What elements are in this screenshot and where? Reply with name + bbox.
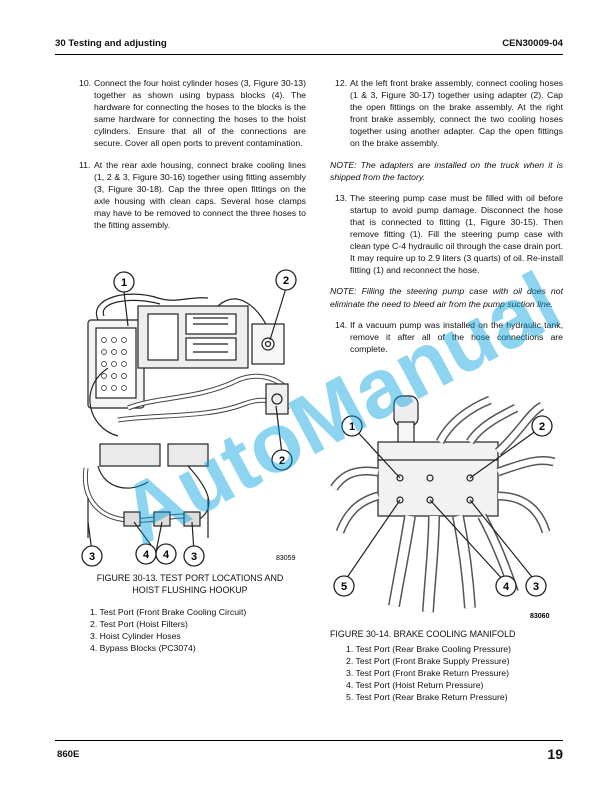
legend-item: 2. Test Port (Front Brake Supply Pressur…	[346, 656, 510, 667]
note-adapters: NOTE: The adapters are installed on the …	[330, 159, 563, 182]
right-column: 12. At the left front brake assembly, co…	[330, 77, 563, 364]
step-12: 12. At the left front brake assembly, co…	[335, 78, 563, 149]
callout-3a: 3	[89, 551, 95, 563]
callout-1: 1	[121, 277, 127, 289]
figure-30-13-legend: 1. Test Port (Front Brake Cooling Circui…	[90, 606, 310, 654]
step-14: 14. If a vacuum pump was installed on th…	[335, 319, 563, 354]
callout-1: 1	[349, 421, 355, 433]
step-text: At the rear axle housing, connect brake …	[94, 159, 306, 231]
section-title: 30 Testing and adjusting	[55, 38, 167, 49]
step-text: The steering pump case must be filled wi…	[350, 192, 563, 276]
callout-3: 3	[533, 581, 539, 593]
page-number: 19	[547, 746, 563, 762]
model-number: 860E	[57, 749, 80, 760]
left-column: 10. Connect the four hoist cylinder hose…	[74, 77, 306, 240]
step-text: If a vacuum pump was installed on the hy…	[350, 319, 563, 354]
figure-30-14-caption: FIGURE 30-14. BRAKE COOLING MANIFOLD	[330, 629, 516, 639]
figure-30-13-illustration: 1 2 2 3 4 4 3 83059	[81, 269, 297, 567]
legend-item: 3. Hoist Cylinder Hoses	[90, 631, 181, 642]
figure-30-14-illustration: 1 2 5 4 3 83060	[330, 395, 556, 620]
page-footer: 860E 19	[55, 746, 563, 766]
page-header: 30 Testing and adjusting CEN30009-04	[55, 38, 563, 54]
legend-item: 1. Test Port (Rear Brake Cooling Pressur…	[346, 644, 511, 654]
footer-rule	[55, 740, 563, 741]
step-text: At the left front brake assembly, connec…	[350, 78, 563, 149]
figure-30-14-legend: 1. Test Port (Rear Brake Cooling Pressur…	[346, 643, 566, 703]
legend-item: 1. Test Port (Front Brake Cooling Circui…	[90, 607, 247, 617]
callout-5: 5	[341, 581, 347, 593]
step-13: 13. The steering pump case must be fille…	[335, 192, 563, 276]
step-11: 11. At the rear axle housing, connect br…	[79, 159, 306, 231]
document-code: CEN30009-04	[502, 38, 563, 49]
callout-3b: 3	[191, 551, 197, 563]
step-10: 10. Connect the four hoist cylinder hose…	[79, 78, 306, 149]
callout-4b: 4	[163, 549, 170, 561]
step-text: Connect the four hoist cylinder hoses (3…	[94, 78, 306, 149]
figure-id: 83060	[530, 613, 550, 620]
note-steering-pump: NOTE: Filling the steering pump case wit…	[330, 286, 563, 309]
legend-item: 4. Test Port (Hoist Return Pressure)	[346, 680, 484, 691]
figure-30-13-caption: FIGURE 30-13. TEST PORT LOCATIONS AND HO…	[96, 573, 284, 595]
callout-4a: 4	[143, 549, 150, 561]
callout-2: 2	[539, 421, 545, 433]
callout-4: 4	[503, 581, 510, 593]
legend-item: 2. Test Port (Hoist Filters)	[90, 619, 188, 630]
header-rule	[55, 54, 563, 55]
callout-2a: 2	[283, 275, 289, 287]
legend-item: 3. Test Port (Front Brake Return Pressur…	[346, 668, 510, 679]
figure-id: 83059	[276, 555, 296, 562]
legend-item: 5. Test Port (Rear Brake Return Pressure…	[346, 692, 508, 703]
legend-item: 4. Bypass Blocks (PC3074)	[90, 643, 196, 654]
callout-2b: 2	[279, 455, 285, 467]
